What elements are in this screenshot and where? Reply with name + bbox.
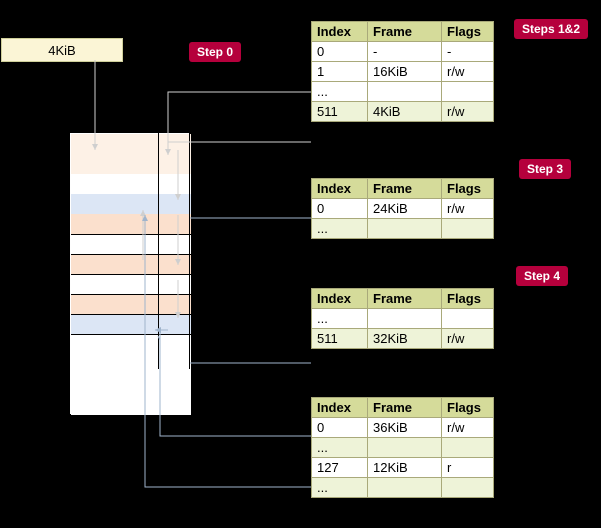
cell-frame (367, 218, 442, 239)
memory-row (71, 194, 191, 215)
memory-row (71, 214, 191, 235)
memory-row (71, 335, 191, 356)
cell-frame: 4KiB (367, 101, 442, 122)
cell-frame: 12KiB (367, 457, 442, 478)
cell-index: 511 (311, 101, 368, 122)
column-header-frame: Frame (367, 288, 442, 309)
cell-frame: 16KiB (367, 61, 442, 82)
cell-index: ... (311, 437, 368, 458)
cell-frame (367, 81, 442, 102)
physical-memory-column (70, 133, 191, 416)
table-row: ... (311, 437, 494, 458)
cell-flags: r/w (441, 61, 494, 82)
cell-flags (441, 308, 494, 329)
column-header-frame: Frame (367, 397, 442, 418)
cell-frame: - (367, 41, 442, 62)
cell-flags: r/w (441, 417, 494, 438)
cell-frame: 36KiB (367, 417, 442, 438)
cell-frame (367, 437, 442, 458)
column-header-flags: Flags (441, 397, 494, 418)
cell-index: ... (311, 218, 368, 239)
cell-index: ... (311, 308, 368, 329)
memory-row (71, 174, 191, 195)
column-header-index: Index (311, 397, 368, 418)
badge-step-3: Step 3 (519, 159, 572, 179)
memory-row (71, 375, 191, 396)
cell-index: 0 (311, 41, 368, 62)
cell-flags: r/w (441, 101, 494, 122)
cell-index: 1 (311, 61, 368, 82)
column-header-flags: Flags (441, 21, 494, 42)
column-header-frame: Frame (367, 178, 442, 199)
badge-step-4: Step 4 (516, 266, 569, 286)
memory-row (71, 274, 191, 296)
cell-flags: r/w (441, 328, 494, 349)
memory-row (71, 234, 191, 255)
column-header-index: Index (311, 288, 368, 309)
cell-flags: r/w (441, 198, 494, 219)
cell-frame (367, 477, 442, 498)
table-row: ... (311, 81, 494, 102)
cell-flags (441, 477, 494, 498)
cell-frame: 32KiB (367, 328, 442, 349)
cell-frame (367, 308, 442, 329)
memory-row (71, 254, 191, 276)
source-frame-box: 4KiB (1, 38, 123, 62)
cell-index: 511 (311, 328, 368, 349)
column-header-index: Index (311, 178, 368, 199)
table-row: 0-- (311, 41, 494, 62)
badge-step-0: Step 0 (189, 42, 242, 62)
memory-rows (71, 134, 191, 416)
table-row: ... (311, 218, 494, 239)
badge-steps-1-2: Steps 1&2 (514, 19, 589, 39)
cell-index: ... (311, 477, 368, 498)
cell-index: ... (311, 81, 368, 102)
cell-flags (441, 218, 494, 239)
memory-row (71, 395, 191, 416)
memory-row (71, 355, 191, 376)
source-frame-label: 4KiB (48, 42, 76, 58)
column-header-index: Index (311, 21, 368, 42)
cell-flags: r (441, 457, 494, 478)
cell-frame: 24KiB (367, 198, 442, 219)
cell-index: 0 (311, 198, 368, 219)
memory-subcolumn (158, 133, 190, 369)
memory-row (71, 154, 191, 175)
cell-index: 127 (311, 457, 368, 478)
table-row: ... (311, 477, 494, 498)
column-header-flags: Flags (441, 288, 494, 309)
cell-flags (441, 81, 494, 102)
table-row: ... (311, 308, 494, 329)
memory-row (71, 134, 191, 155)
cell-flags: - (441, 41, 494, 62)
cell-flags (441, 437, 494, 458)
column-header-frame: Frame (367, 21, 442, 42)
column-header-flags: Flags (441, 178, 494, 199)
cell-index: 0 (311, 417, 368, 438)
memory-row (71, 294, 191, 316)
